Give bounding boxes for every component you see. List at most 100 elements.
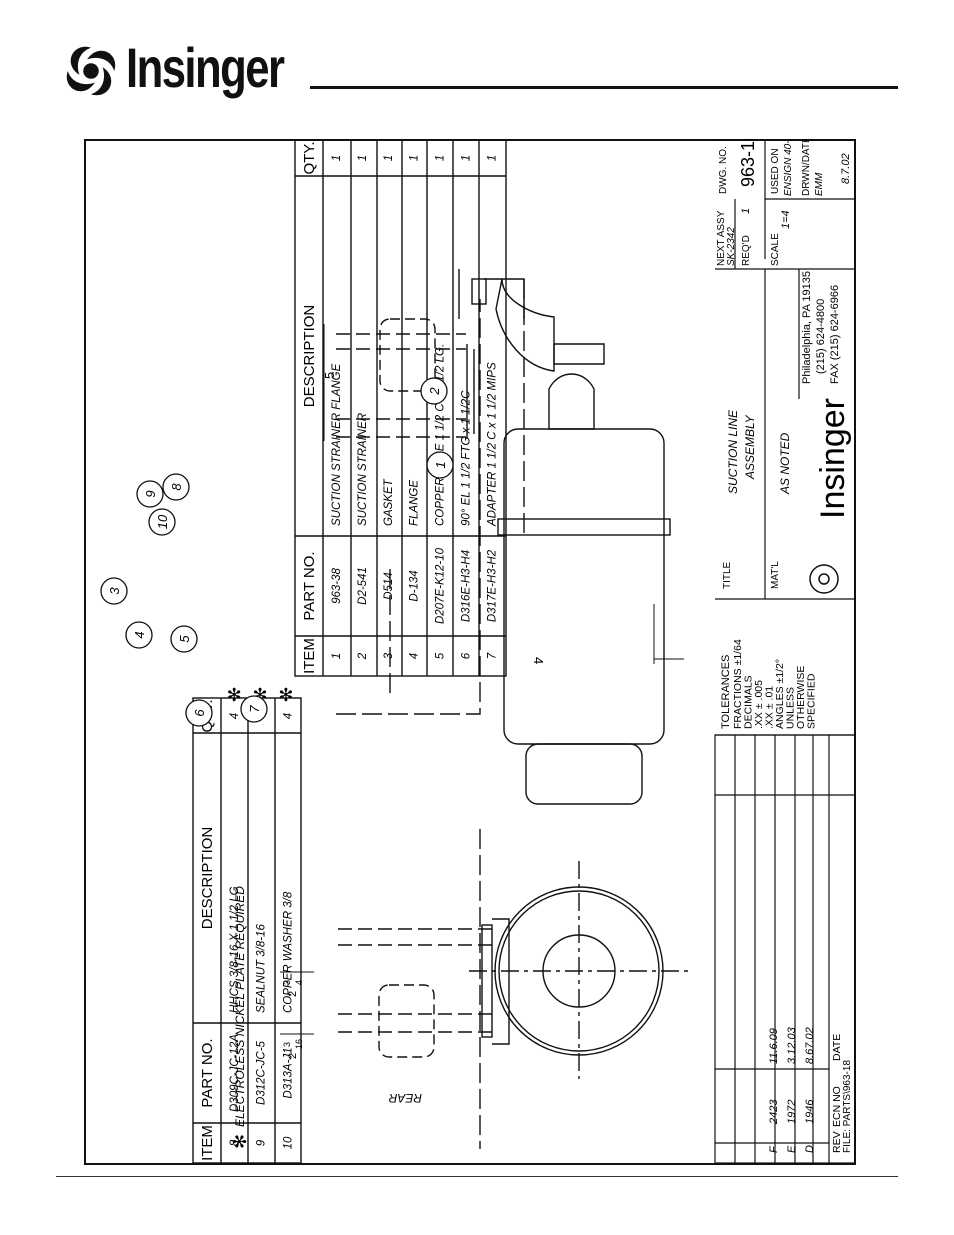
rev-letter: E [786,1145,798,1153]
balloon-7: 7 [240,695,268,723]
balloon-number: 1 [433,461,448,468]
hardware-header-item: ITEM [199,1125,216,1161]
footer-rule [56,1176,898,1177]
reqd-value: 1 [740,208,752,214]
dim-length-5: 5 [322,372,337,379]
balloon-1: 1 [426,451,454,479]
items-cell-part-no: 963-38 [331,567,343,603]
items-cell-description: SUCTION STRAINER [357,413,369,526]
balloon-10: 10 [148,508,176,536]
title-line-1: SUCTION LINE [726,409,740,494]
dim-b-num: 3 [282,980,292,985]
items-cell-item: 4 [409,653,421,659]
company-fax: FAX (215) 624-6966 [829,285,841,384]
hardware-cell-description: HHCS 3/8-16 X 1 1/2 LG [229,886,241,1013]
balloon-2: 2 [420,377,448,405]
hardware-cell-item: 8 [229,1139,241,1146]
tolerance-line: ANGLES ±1/2° [774,659,786,729]
balloon-number: 9 [143,490,158,497]
hardware-cell-item: 9 [256,1139,268,1146]
items-cell-description: 90° EL 1 1/2 FTG x 1 1/2C [461,390,473,526]
items-cell-qty: 1 [331,155,343,161]
title-block [854,139,856,1164]
items-header-item: ITEM [301,638,318,674]
balloon-number: 10 [155,514,170,529]
items-cell-part-no: D2-541 [357,567,369,605]
rev-ecn: 1972 [786,1100,798,1124]
hardware-table: ITEM PART NO. DESCRIPTION QTY. 8D309C-JC… [192,697,302,1164]
company-phone: (215) 624-4800 [815,299,827,374]
tolerance-line: .XX ± .01 [764,686,776,729]
rev-header-date: DATE [831,1034,843,1061]
balloon-number: 7 [247,705,262,713]
tolerance-line: UNLESS [785,687,797,729]
dim-b-whole: 2 [287,991,299,997]
tolerance-line: DECIMALS [743,675,755,729]
hardware-header-description: DESCRIPTION [199,827,216,930]
items-cell-qty: 1 [461,155,473,161]
items-cell-description: FLANGE [409,480,421,526]
reqd-label: REQ'D [741,235,752,266]
header-rule [310,86,898,89]
items-cell-part-no: D316E-H3-H4 [461,550,473,622]
items-cell-qty: 1 [383,155,395,161]
balloon-number: 3 [107,587,122,595]
drwn-date: 8.7.02 [840,153,852,184]
company-address: Philadelphia, PA 19135 [801,271,813,384]
items-cell-item: 7 [486,652,498,659]
items-cell-description: ADAPTER 1 1/2 C x 1 1/2 MIPS [486,362,498,527]
engineering-drawing: ITEM PART NO. DESCRIPTION QTY. 1963-38SU… [84,139,856,1165]
company-wordmark: Insinger [814,398,852,519]
items-cell-item: 5 [435,652,447,659]
tolerances-title: TOLERANCES [720,655,732,729]
tolerance-line: FRACTIONS ±1/64 [732,639,744,729]
tolerance-line: .XX ± .005 [753,680,765,729]
items-cell-item: 2 [357,652,369,660]
dim-a-den: 16 [294,1039,304,1049]
tolerance-line: OTHERWISE [795,666,807,729]
rev-header-rev: REV [831,1131,843,1153]
items-cell-description: GASKET [383,478,395,526]
items-cell-item: 3 [383,652,395,659]
balloon-number: 5 [177,635,192,643]
items-cell-part-no: D514 [383,572,395,600]
balloon-number: 4 [132,631,147,638]
next-assy-value: SK-2342 [726,227,737,266]
revision-block [714,734,856,1164]
note-text: ELECTROLESS NICKEL PLATE REQUIRED [233,886,247,1127]
plating-star: ✻ [278,685,293,705]
balloon-5: 5 [170,625,198,653]
rev-date: 8.67.02 [804,1027,816,1064]
items-header-part-no: PART NO. [301,551,318,620]
items-cell-item: 6 [461,652,473,659]
balloon-4: 4 [125,621,153,649]
balloon-8: 8 [162,473,190,501]
items-cell-qty: 1 [357,155,369,161]
rev-date: 3.12.03 [786,1026,798,1064]
dim-b-den: 4 [294,980,304,985]
hardware-header-part-no: PART NO. [199,1038,216,1107]
file-name: FILE: PARTS\963-18 [842,1060,853,1153]
items-cell-part-no: D207E-K12-10 [435,547,447,624]
items-cell-part-no: D317E-H3-H2 [486,549,498,622]
balloon-9: 9 [136,480,164,508]
rev-header-ecn: ECN NO [831,1086,843,1127]
used-on-label: USED ON [770,148,781,194]
rev-ecn: 1946 [804,1099,816,1124]
hardware-cell-description: COPPER WASHER 3/8 [282,891,294,1013]
assembly-view [323,269,684,805]
title-label: TITLE [722,561,733,589]
plating-star: ✻ [227,685,242,705]
hardware-cell-part-no: D312C-JC-5 [256,1040,268,1105]
company-logo-icon [809,564,839,594]
next-assy-label: NEXT ASSY [716,210,727,266]
items-cell-item: 1 [331,653,343,659]
matl-value: AS NOTED [778,432,792,495]
brand-name: Insinger [126,36,285,99]
rev-letter: F [768,1145,780,1153]
note-symbol: ✻ [230,1134,250,1149]
title-block-text: TITLE SUCTION LINE ASSEMBLY MAT'L AS NOT… [715,139,855,600]
dwg-no-value: 963-18 [738,139,758,187]
